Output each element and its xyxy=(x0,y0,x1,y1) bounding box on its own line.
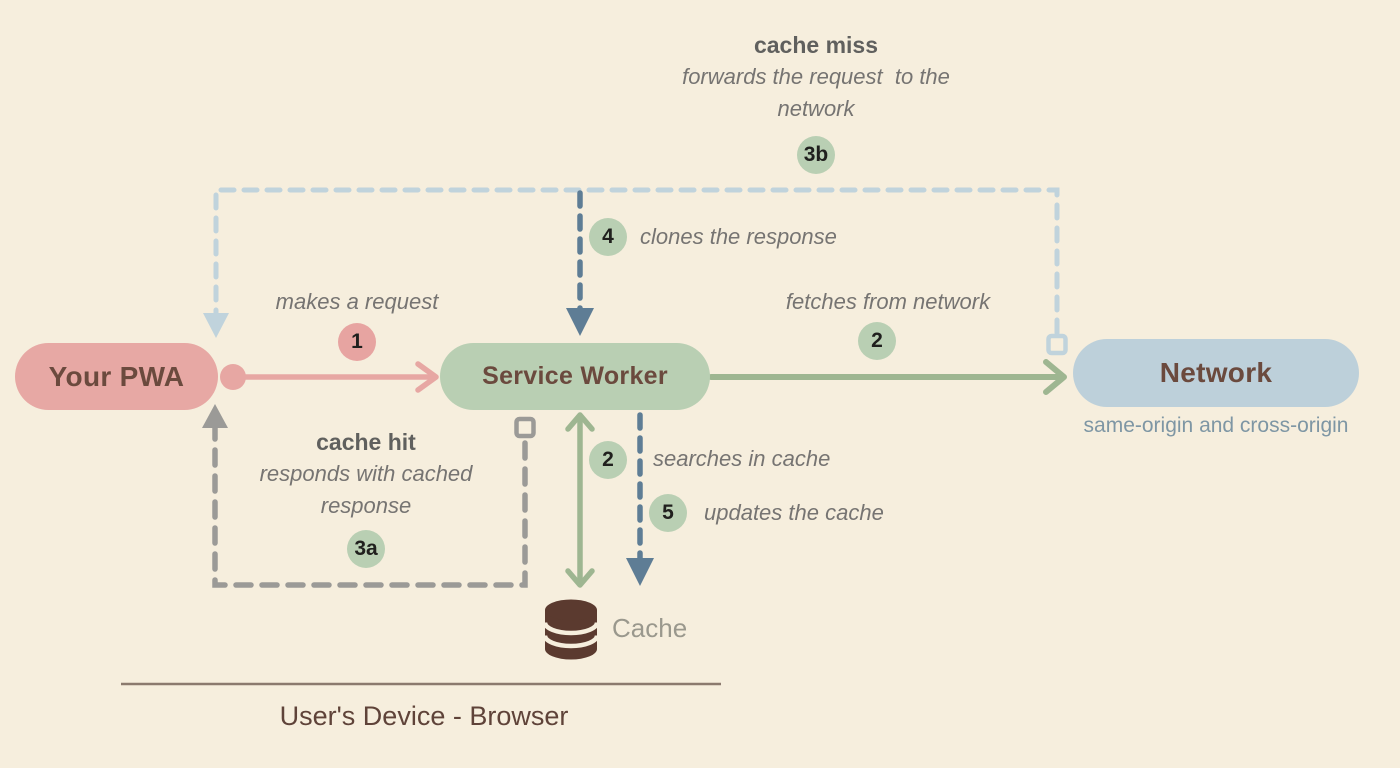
node-network-label: Network xyxy=(1159,357,1273,388)
cache-miss-origin-marker xyxy=(1046,333,1068,356)
cache-miss-path xyxy=(213,187,1060,336)
searches-cache-down-arrowhead-icon xyxy=(565,568,595,588)
cache-hit-description-line2: response xyxy=(320,493,412,518)
updates-cache-arrowhead-icon xyxy=(626,558,654,586)
badge-step-2-search: 2 xyxy=(589,441,627,479)
makes-request-label: makes a request xyxy=(275,289,439,314)
cache-hit-path xyxy=(212,419,528,588)
updates-cache-label: updates the cache xyxy=(704,500,884,525)
fetches-network-label: fetches from network xyxy=(785,289,991,314)
cache-miss-description-line1: forwards the request to the xyxy=(682,64,950,89)
cache-hit-note: cache hit responds with cached response xyxy=(260,426,473,522)
clones-response-arrowhead-icon xyxy=(566,308,594,336)
node-service-worker-label: Service Worker xyxy=(482,362,668,390)
node-your-pwa: Your PWA xyxy=(15,343,218,410)
badge-step-3b: 3b xyxy=(797,136,835,174)
cache-hit-origin-marker xyxy=(514,416,536,439)
cache-label: Cache xyxy=(612,613,688,643)
cache-miss-title: cache miss xyxy=(753,32,879,58)
cache-database-icon xyxy=(542,599,600,660)
cache-hit-description-line1: responds with cached xyxy=(259,461,473,486)
node-service-worker: Service Worker xyxy=(440,343,710,410)
clones-response-label: clones the response xyxy=(640,224,837,249)
badge-step-1: 1 xyxy=(338,323,376,361)
network-subtitle: same-origin and cross-origin xyxy=(1083,414,1349,437)
badge-step-4: 4 xyxy=(589,218,627,256)
badge-step-3a: 3a xyxy=(347,530,385,568)
cache-miss-description-line2: network xyxy=(777,96,855,121)
node-network: Network xyxy=(1073,339,1359,407)
request-origin-dot xyxy=(220,364,246,390)
cache-hit-arrowhead-icon xyxy=(202,404,228,428)
node-your-pwa-label: Your PWA xyxy=(48,360,185,392)
badge-step-2-fetch: 2 xyxy=(858,322,896,360)
cache-hit-title: cache hit xyxy=(316,429,416,455)
searches-cache-label: searches in cache xyxy=(653,446,831,471)
searches-cache-up-arrowhead-icon xyxy=(565,412,595,432)
makes-request-arrowhead-icon xyxy=(415,361,439,393)
cache-miss-arrowhead-icon xyxy=(203,313,229,338)
device-browser-label: User's Device - Browser xyxy=(279,701,569,731)
cache-miss-note: cache miss forwards the request to the n… xyxy=(682,29,950,125)
fetches-network-arrowhead-icon xyxy=(1043,359,1067,395)
badge-step-5: 5 xyxy=(649,494,687,532)
